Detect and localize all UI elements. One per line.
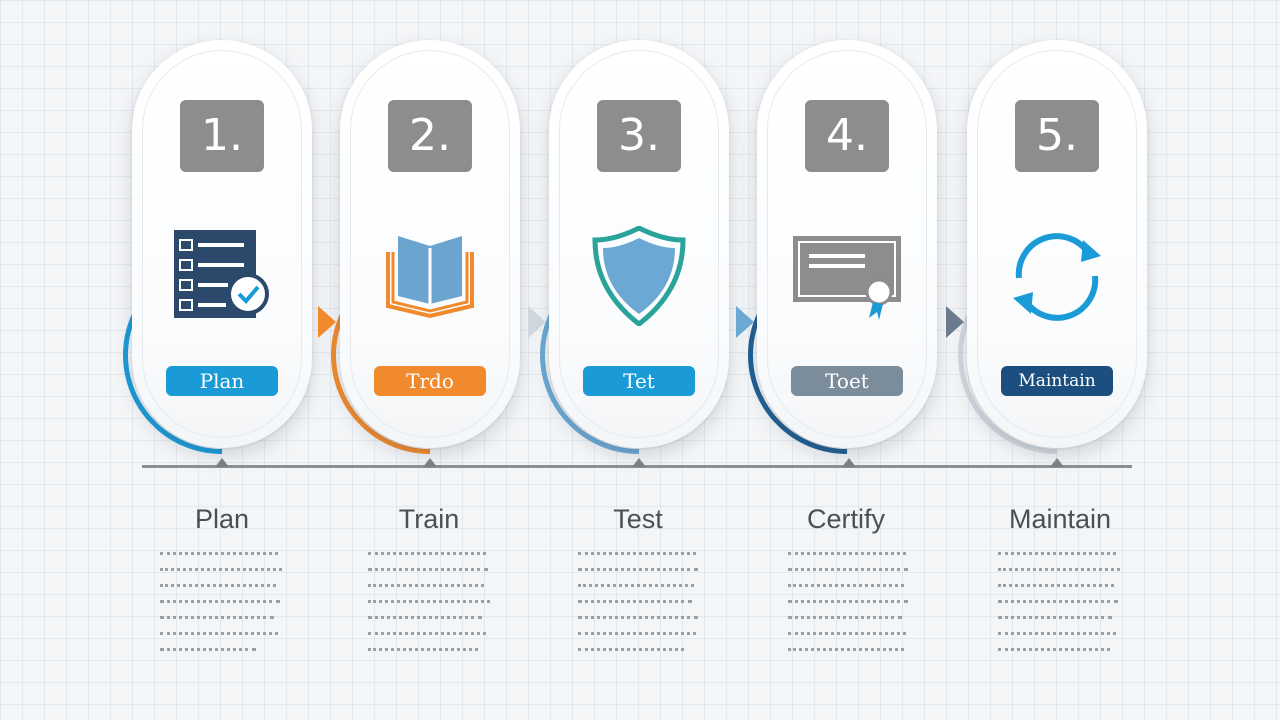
connector-arrow bbox=[318, 306, 336, 338]
shield-icon bbox=[579, 225, 699, 328]
step-2-description-placeholder bbox=[368, 552, 490, 664]
step-5-number: 5. bbox=[1015, 100, 1099, 172]
checklist-icon bbox=[162, 226, 282, 326]
step-2-title: Train bbox=[398, 504, 460, 534]
step-4-tag: Toet bbox=[791, 366, 903, 396]
certificate-icon bbox=[787, 226, 907, 326]
step-4-card-border bbox=[767, 50, 927, 438]
step-2-card-border bbox=[350, 50, 510, 438]
step-5-card-border bbox=[977, 50, 1137, 438]
step-1-description-placeholder bbox=[160, 552, 282, 664]
step-4-description-placeholder bbox=[788, 552, 910, 664]
step-1-number: 1. bbox=[180, 100, 264, 172]
step-1-card: 1. Plan bbox=[132, 40, 312, 448]
step-2-tag: Trdo bbox=[374, 366, 486, 396]
step-3-tag: Tet bbox=[583, 366, 695, 396]
refresh-icon bbox=[997, 226, 1117, 326]
step-3-description-placeholder bbox=[578, 552, 700, 664]
timeline-marker bbox=[1050, 458, 1064, 467]
step-5-description-placeholder bbox=[998, 552, 1120, 664]
step-4-number: 4. bbox=[805, 100, 889, 172]
step-1-title: Plan bbox=[194, 504, 250, 534]
step-2-card: 2. Trdo bbox=[340, 40, 520, 448]
timeline-marker bbox=[423, 458, 437, 467]
timeline-marker bbox=[215, 458, 229, 467]
book-icon bbox=[370, 226, 490, 326]
step-3-number: 3. bbox=[597, 100, 681, 172]
timeline-marker bbox=[632, 458, 646, 467]
step-5-card: 5. Maintain bbox=[967, 40, 1147, 448]
connector-arrow bbox=[736, 306, 754, 338]
connector-arrow bbox=[946, 306, 964, 338]
step-5-tag: Maintain bbox=[1001, 366, 1113, 396]
step-5-title: Maintain bbox=[1008, 504, 1112, 534]
step-1-card-border bbox=[142, 50, 302, 438]
step-1-tag: Plan bbox=[166, 366, 278, 396]
step-2-number: 2. bbox=[388, 100, 472, 172]
step-4-title: Certify bbox=[806, 504, 885, 534]
step-3-card-border bbox=[559, 50, 719, 438]
connector-arrow bbox=[528, 306, 546, 338]
step-3-title: Test bbox=[613, 504, 663, 534]
timeline-marker bbox=[842, 458, 856, 467]
step-4-card: 4. Toet bbox=[757, 40, 937, 448]
step-3-card: 3. Tet bbox=[549, 40, 729, 448]
